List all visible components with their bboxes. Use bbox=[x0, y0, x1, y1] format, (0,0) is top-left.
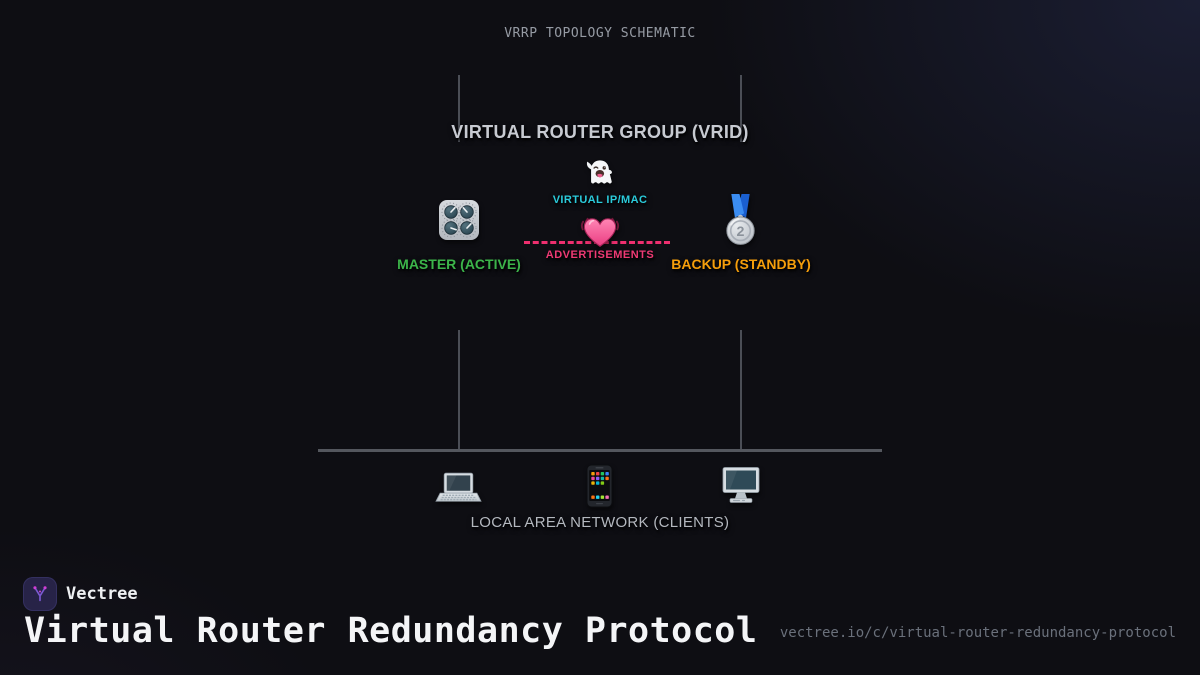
laptop-icon bbox=[435, 472, 482, 505]
backup-label: BACKUP (STANDBY) bbox=[671, 256, 811, 272]
master-label: MASTER (ACTIVE) bbox=[397, 256, 521, 272]
vrid-group-label: VIRTUAL ROUTER GROUP (VRID) bbox=[451, 122, 749, 142]
ghost-icon bbox=[583, 156, 617, 192]
brand-name: Vectree bbox=[66, 584, 138, 604]
svg-text:2: 2 bbox=[737, 224, 745, 240]
page-url: vectree.io/c/virtual-router-redundancy-p… bbox=[779, 625, 1176, 641]
vrid-bracket-left-line bbox=[458, 75, 460, 142]
advertisements-label: ADVERTISEMENTS bbox=[545, 249, 655, 261]
mobile-phone-icon bbox=[586, 464, 613, 508]
diagram-title: VRRP TOPOLOGY SCHEMATIC bbox=[504, 26, 696, 41]
control-knobs-icon bbox=[435, 196, 483, 244]
vrid-bracket-right-line bbox=[740, 75, 742, 142]
lan-label: LOCAL AREA NETWORK (CLIENTS) bbox=[470, 514, 730, 531]
lan-drop-line-right bbox=[740, 330, 742, 450]
lan-drop-line-left bbox=[458, 330, 460, 450]
vectree-logo-icon bbox=[23, 577, 57, 611]
page-title: Virtual Router Redundancy Protocol bbox=[24, 611, 758, 651]
beating-heart-icon bbox=[579, 215, 621, 251]
lan-bus-line bbox=[318, 449, 882, 452]
virtual-ip-label: VIRTUAL IP/MAC bbox=[552, 194, 648, 206]
desktop-computer-icon bbox=[721, 466, 761, 505]
silver-medal-icon: 2 bbox=[722, 194, 759, 247]
